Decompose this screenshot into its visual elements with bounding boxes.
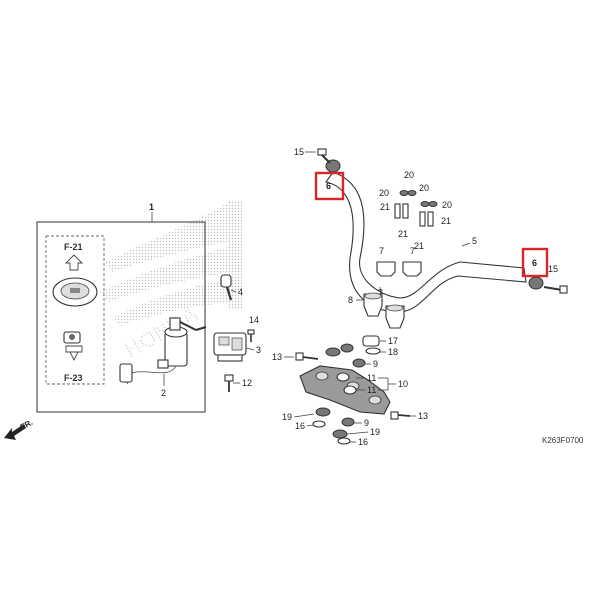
- reference-frame: [45, 235, 105, 385]
- part-label-6-left: 6: [326, 181, 331, 191]
- bolt-caps: [399, 190, 438, 207]
- ignition-kit-frame: [36, 221, 206, 413]
- part-label-8: 8: [348, 295, 353, 305]
- front-direction-indicator: FR.: [4, 418, 34, 440]
- handlebar-end-right: [528, 276, 568, 294]
- part-label-11-b: 11: [367, 385, 376, 395]
- holder-bolts: [394, 203, 434, 227]
- ref-f23: F-23: [64, 373, 83, 383]
- part-label-20-b: 20: [379, 188, 389, 198]
- part-label-12: 12: [242, 378, 252, 388]
- upper-holder-left: [376, 261, 396, 277]
- front-arrow-icon: [4, 424, 26, 440]
- lower-holder-right: [385, 304, 405, 329]
- part-label-20-d: 20: [442, 200, 452, 210]
- part-label-7-right: 7: [410, 246, 415, 256]
- part-label-7-lower: 7: [378, 288, 383, 298]
- part-label-17: 17: [388, 336, 398, 346]
- part-label-6-right: 6: [532, 258, 537, 268]
- highlight-box-right: [521, 247, 549, 278]
- lock-cylinder: [63, 331, 81, 344]
- part-label-7-left: 7: [379, 246, 384, 256]
- key: [220, 274, 233, 301]
- part-label-21-a: 21: [380, 202, 390, 212]
- part-label-20-c: 20: [419, 183, 429, 193]
- bolt-13-right: [390, 411, 411, 420]
- part-label-14: 14: [249, 315, 259, 325]
- part-label-3: 3: [256, 345, 261, 355]
- highlight-box-left: [314, 171, 345, 201]
- part-label-21-c: 21: [414, 241, 424, 251]
- lower-holder-left: [363, 292, 383, 317]
- part-label-4: 4: [238, 287, 243, 297]
- part-label-2: 2: [161, 388, 166, 398]
- part-label-10: 10: [398, 379, 408, 389]
- ignition-kit-group: 1 F-21 F-23 4: [36, 202, 261, 413]
- part-label-9-upper: 9: [373, 359, 378, 369]
- lower-cushions-left: [312, 407, 331, 428]
- screw-14: [247, 329, 255, 342]
- part-label-5: 5: [472, 236, 477, 246]
- ref-f21: F-21: [64, 242, 83, 252]
- bolt-12: [224, 374, 234, 392]
- part-label-11-a: 11: [367, 373, 376, 383]
- part-label-13-left: 13: [272, 352, 282, 362]
- arrow-up-icon: [64, 254, 84, 271]
- handlebar-tube: [325, 171, 527, 313]
- upper-holder-right: [402, 261, 422, 277]
- cushion-17: [362, 335, 380, 347]
- lock-assembly: [213, 332, 247, 362]
- bushing-9-upper: [352, 358, 366, 368]
- front-label: FR.: [19, 418, 35, 432]
- part-label-19-left: 19: [282, 412, 292, 422]
- handlebar-end-left: [317, 148, 341, 173]
- handlebar-group: 15 6 15 6 5 7 7 7 21: [272, 147, 568, 447]
- part-label-21-d: 21: [441, 216, 451, 226]
- part-label-9-lower: 9: [364, 418, 369, 428]
- fuel-cap: [52, 277, 98, 307]
- part-label-20-a: 20: [404, 170, 414, 180]
- washer-18: [365, 347, 381, 355]
- diagram-code: K263F0700: [542, 436, 584, 445]
- part-label-15-right: 15: [548, 264, 558, 274]
- bolt-13-left: [295, 352, 319, 361]
- part-label-18: 18: [388, 347, 398, 357]
- part-number-1: 1: [149, 202, 154, 212]
- lower-cushions-right: [332, 417, 355, 445]
- part-label-16-left: 16: [295, 421, 305, 431]
- part-label-16-right: 16: [358, 437, 368, 447]
- part-label-19-right: 19: [370, 427, 380, 437]
- bushing-left-upper: [325, 343, 354, 357]
- part-label-21-b: 21: [398, 229, 408, 239]
- part-label-13-right: 13: [418, 411, 428, 421]
- part-label-15-left: 15: [294, 147, 304, 157]
- ignition-switch: [119, 317, 207, 385]
